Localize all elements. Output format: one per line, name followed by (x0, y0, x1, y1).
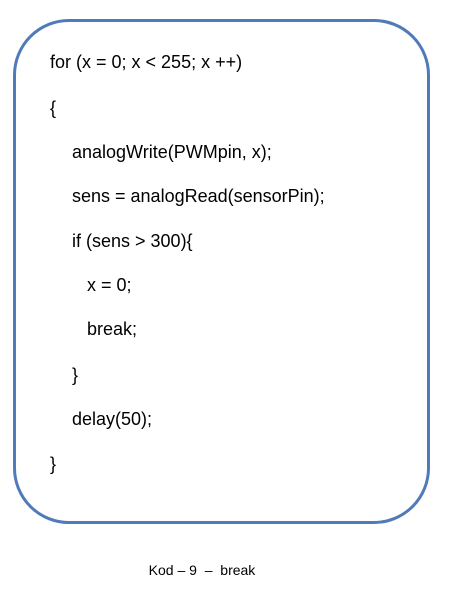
code-line-break: break; (87, 319, 138, 339)
code-line-for: for (x = 0; x < 255; x ++) (50, 52, 243, 72)
code-line-close-brace: } (50, 454, 57, 474)
code-line-analog-write: analogWrite(PWMpin, x); (72, 142, 272, 162)
code-line-delay: delay(50); (72, 409, 153, 429)
code-line-reset-x: x = 0; (87, 275, 132, 295)
code-line-open-brace: { (50, 98, 57, 118)
code-line-analog-read: sens = analogRead(sensorPin); (72, 186, 325, 206)
code-listing-box (13, 19, 430, 524)
code-line-if: if (sens > 300){ (72, 231, 193, 251)
figure-caption: Kod – 9 – break (148, 562, 256, 578)
code-line-if-close-brace: } (72, 365, 79, 385)
